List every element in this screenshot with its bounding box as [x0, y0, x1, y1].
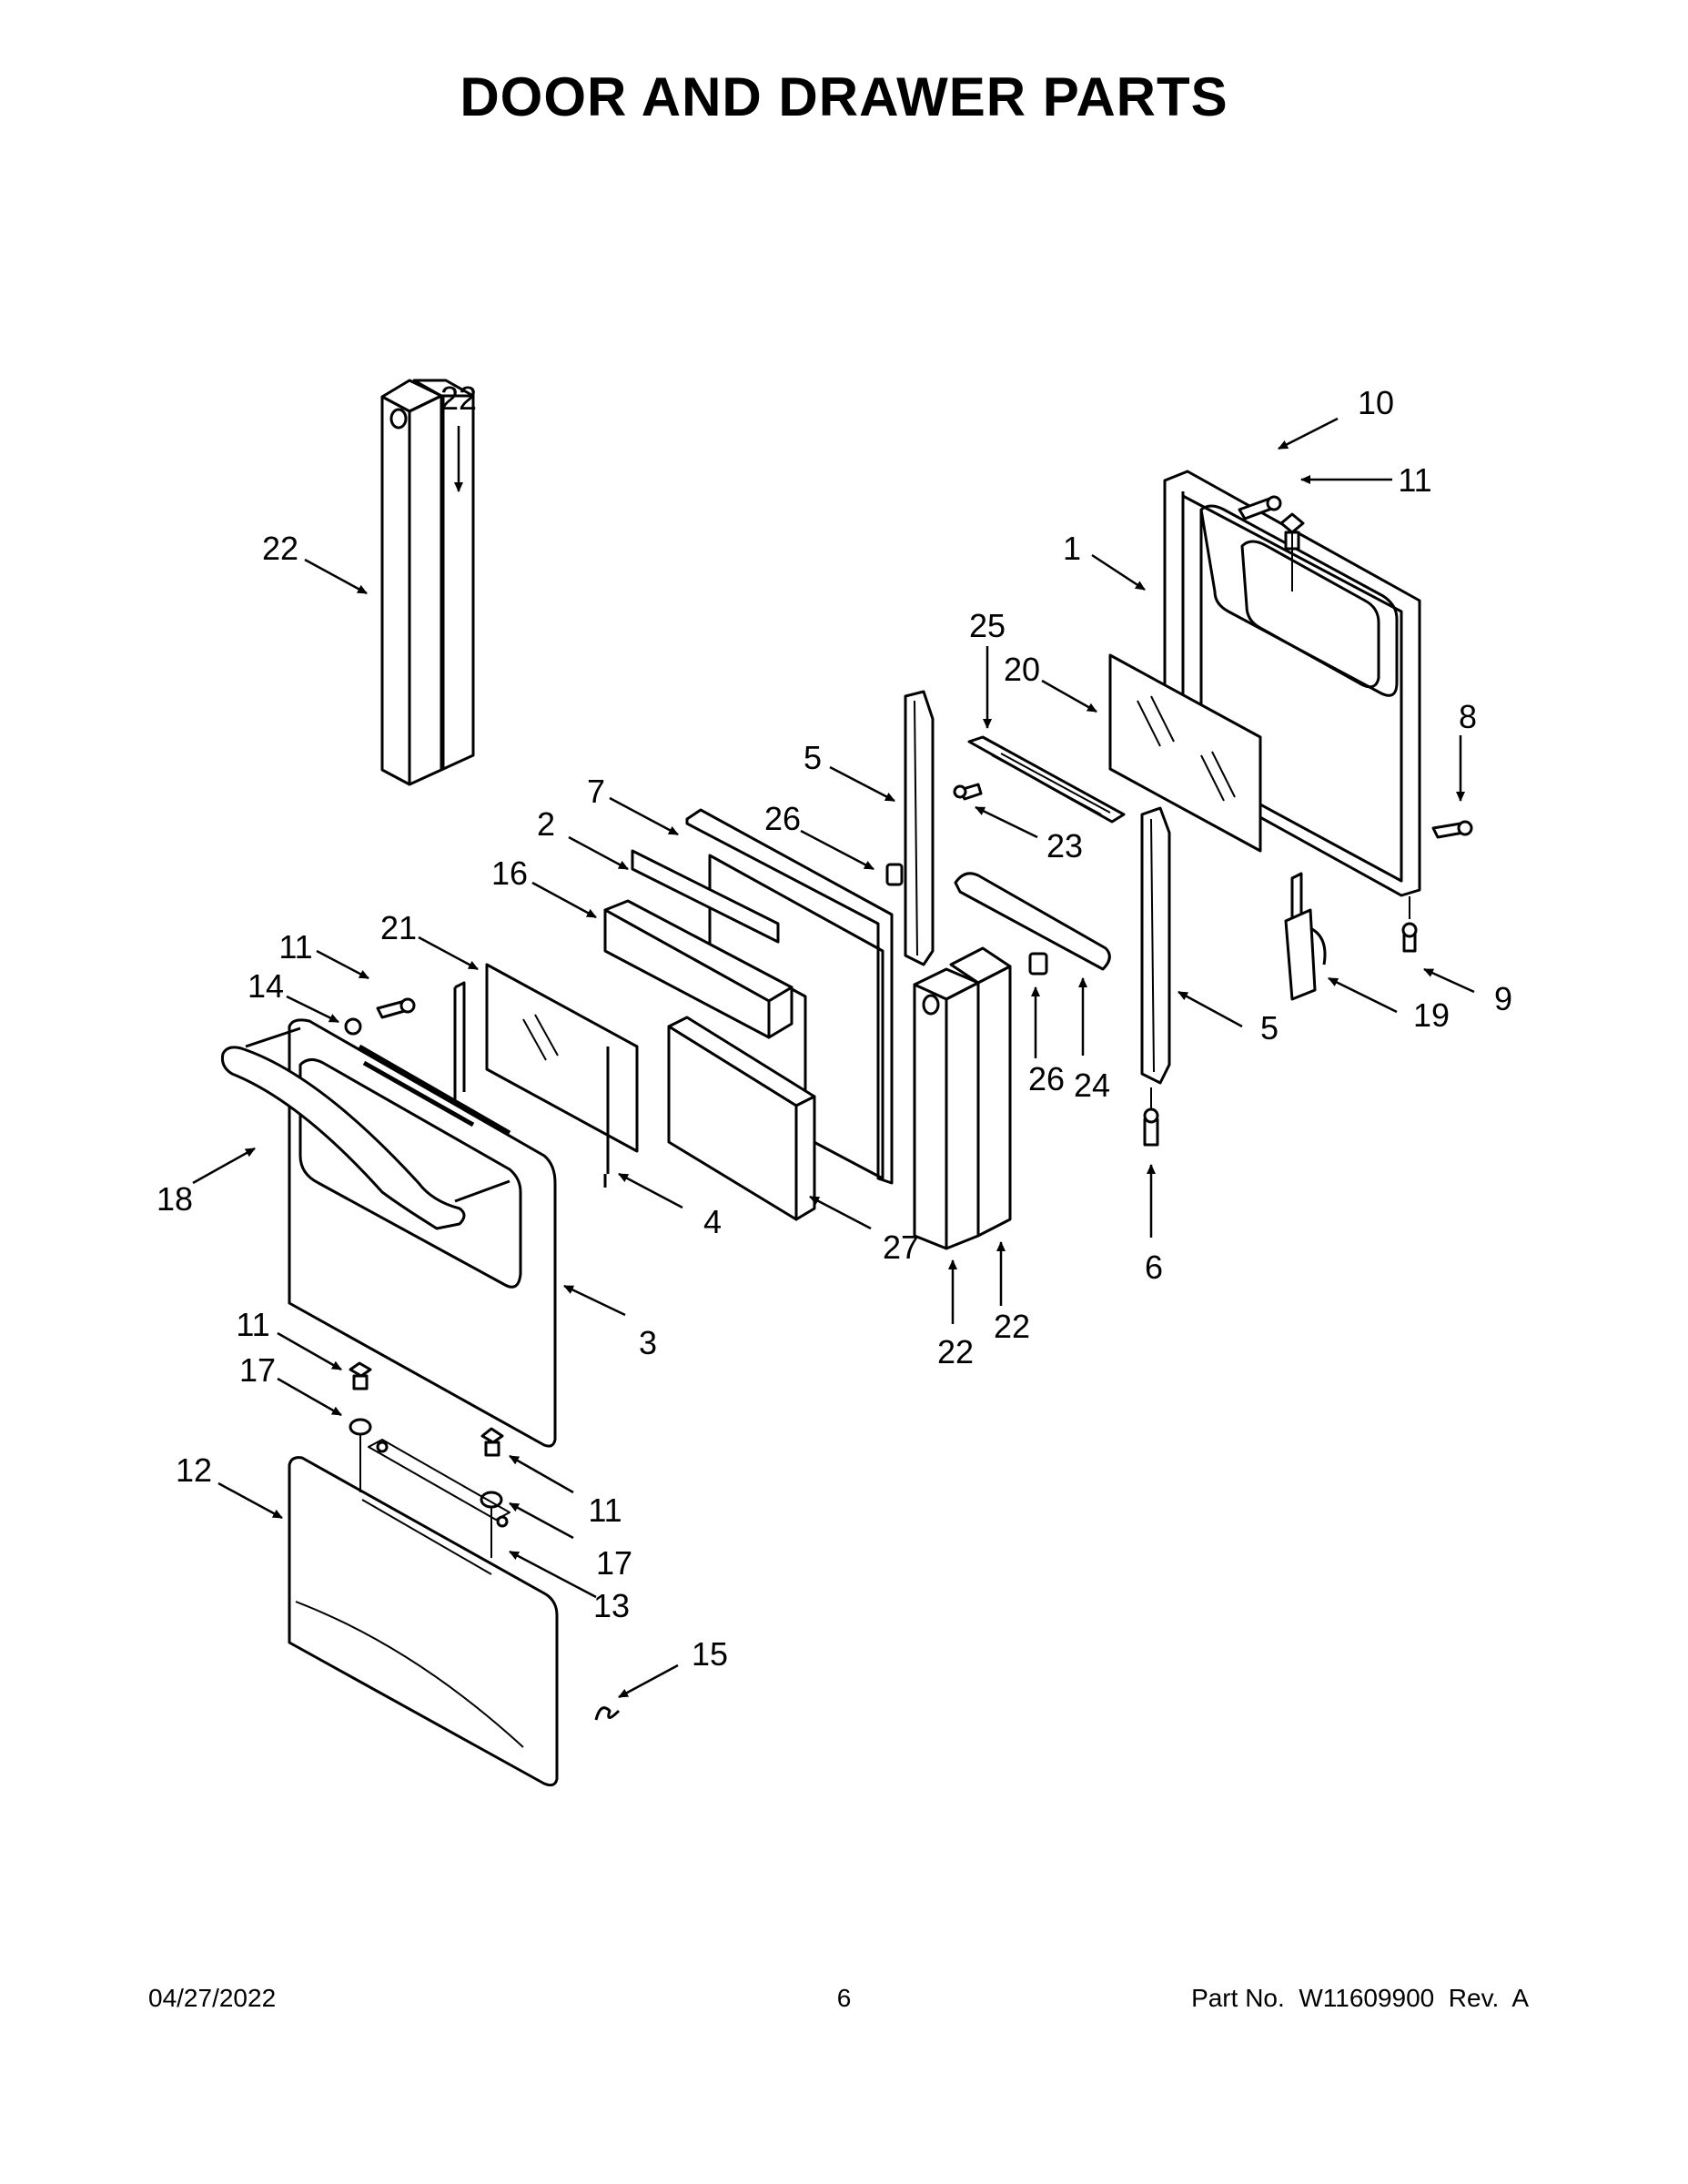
drawer-front: [288, 1456, 559, 1787]
callout-21: 21: [380, 909, 417, 946]
callout-11: 11: [588, 1491, 622, 1529]
callout-22: 22: [262, 530, 298, 567]
callout-26: 26: [1028, 1060, 1065, 1097]
screw-9: [1401, 922, 1418, 953]
screw-11-left: [376, 997, 416, 1019]
callout-26: 26: [764, 800, 801, 837]
screw-23: [953, 783, 983, 801]
door-clip-small: [885, 863, 904, 886]
callout-8: 8: [1459, 698, 1477, 735]
footer-part-number: Part No. W11609900 Rev. A: [1191, 1984, 1529, 2012]
callout-22: 22: [440, 379, 477, 417]
leader-arrows: [192, 417, 1475, 1699]
callout-24: 24: [1074, 1067, 1110, 1104]
door-handle: [221, 1026, 510, 1230]
clip-15: [594, 1706, 621, 1721]
callout-23: 23: [1046, 827, 1083, 864]
screw-11-lower-right: [480, 1427, 504, 1457]
door-bracket: [967, 735, 1126, 824]
callout-10: 10: [1358, 384, 1394, 421]
callout-20: 20: [1004, 651, 1040, 688]
door-side-channel-right: [1140, 806, 1171, 1085]
inner-glass-right: [1108, 653, 1262, 853]
callout-11: 11: [278, 928, 312, 966]
door-hinge: [1284, 872, 1327, 1001]
callout-16: 16: [491, 854, 528, 892]
washer-17-right: [480, 1491, 503, 1509]
washer-17-left: [349, 1418, 372, 1436]
door-gasket-wire: [603, 1046, 610, 1188]
callout-11: 11: [1398, 461, 1431, 499]
callout-6: 6: [1145, 1249, 1163, 1286]
callout-17: 17: [239, 1351, 276, 1389]
callout-9: 9: [1494, 980, 1512, 1017]
callout-13: 13: [593, 1587, 630, 1624]
page-title: DOOR AND DRAWER PARTS: [460, 66, 1228, 127]
callout-12: 12: [176, 1451, 212, 1489]
washer-14: [344, 1017, 362, 1036]
drawer-bracket-13: [368, 1439, 510, 1528]
screw-11-top: [1279, 512, 1305, 551]
screw-8: [1431, 820, 1473, 839]
callout-5: 5: [1260, 1009, 1279, 1046]
small-glass-pane: [631, 849, 780, 944]
insulation-bar: [603, 899, 793, 1039]
callout-5: 5: [804, 739, 822, 776]
alignment-lines: [359, 532, 1410, 1558]
footer-page-number: 6: [836, 1984, 852, 2012]
callout-27: 27: [883, 1228, 919, 1266]
callout-7: 7: [587, 773, 605, 810]
door-clip-small-2: [1028, 952, 1048, 976]
callout-25: 25: [969, 607, 1006, 644]
callout-2: 2: [537, 805, 555, 843]
callout-15: 15: [692, 1635, 728, 1673]
insulation-block-center: [913, 946, 1012, 1250]
footer-date: 04/27/2022: [148, 1984, 277, 2012]
callout-22: 22: [994, 1308, 1030, 1345]
callout-22: 22: [937, 1333, 974, 1370]
screw-10: [1238, 495, 1282, 521]
callout-19: 19: [1413, 996, 1450, 1034]
callout-18: 18: [157, 1180, 193, 1218]
callout-4: 4: [703, 1203, 722, 1240]
insulation-pad: [667, 1016, 816, 1221]
callout-1: 1: [1063, 530, 1081, 567]
callout-17: 17: [596, 1544, 632, 1582]
callout-14: 14: [248, 967, 284, 1005]
door-glass: [453, 963, 639, 1153]
door-side-channel-center: [904, 690, 935, 966]
callout-11: 11: [236, 1306, 269, 1343]
insulation-block-top-left: [380, 379, 475, 786]
screw-11-lower-left: [349, 1361, 372, 1390]
vent-tube: [954, 872, 1111, 971]
callout-3: 3: [639, 1324, 657, 1361]
screw-6: [1143, 1107, 1159, 1147]
